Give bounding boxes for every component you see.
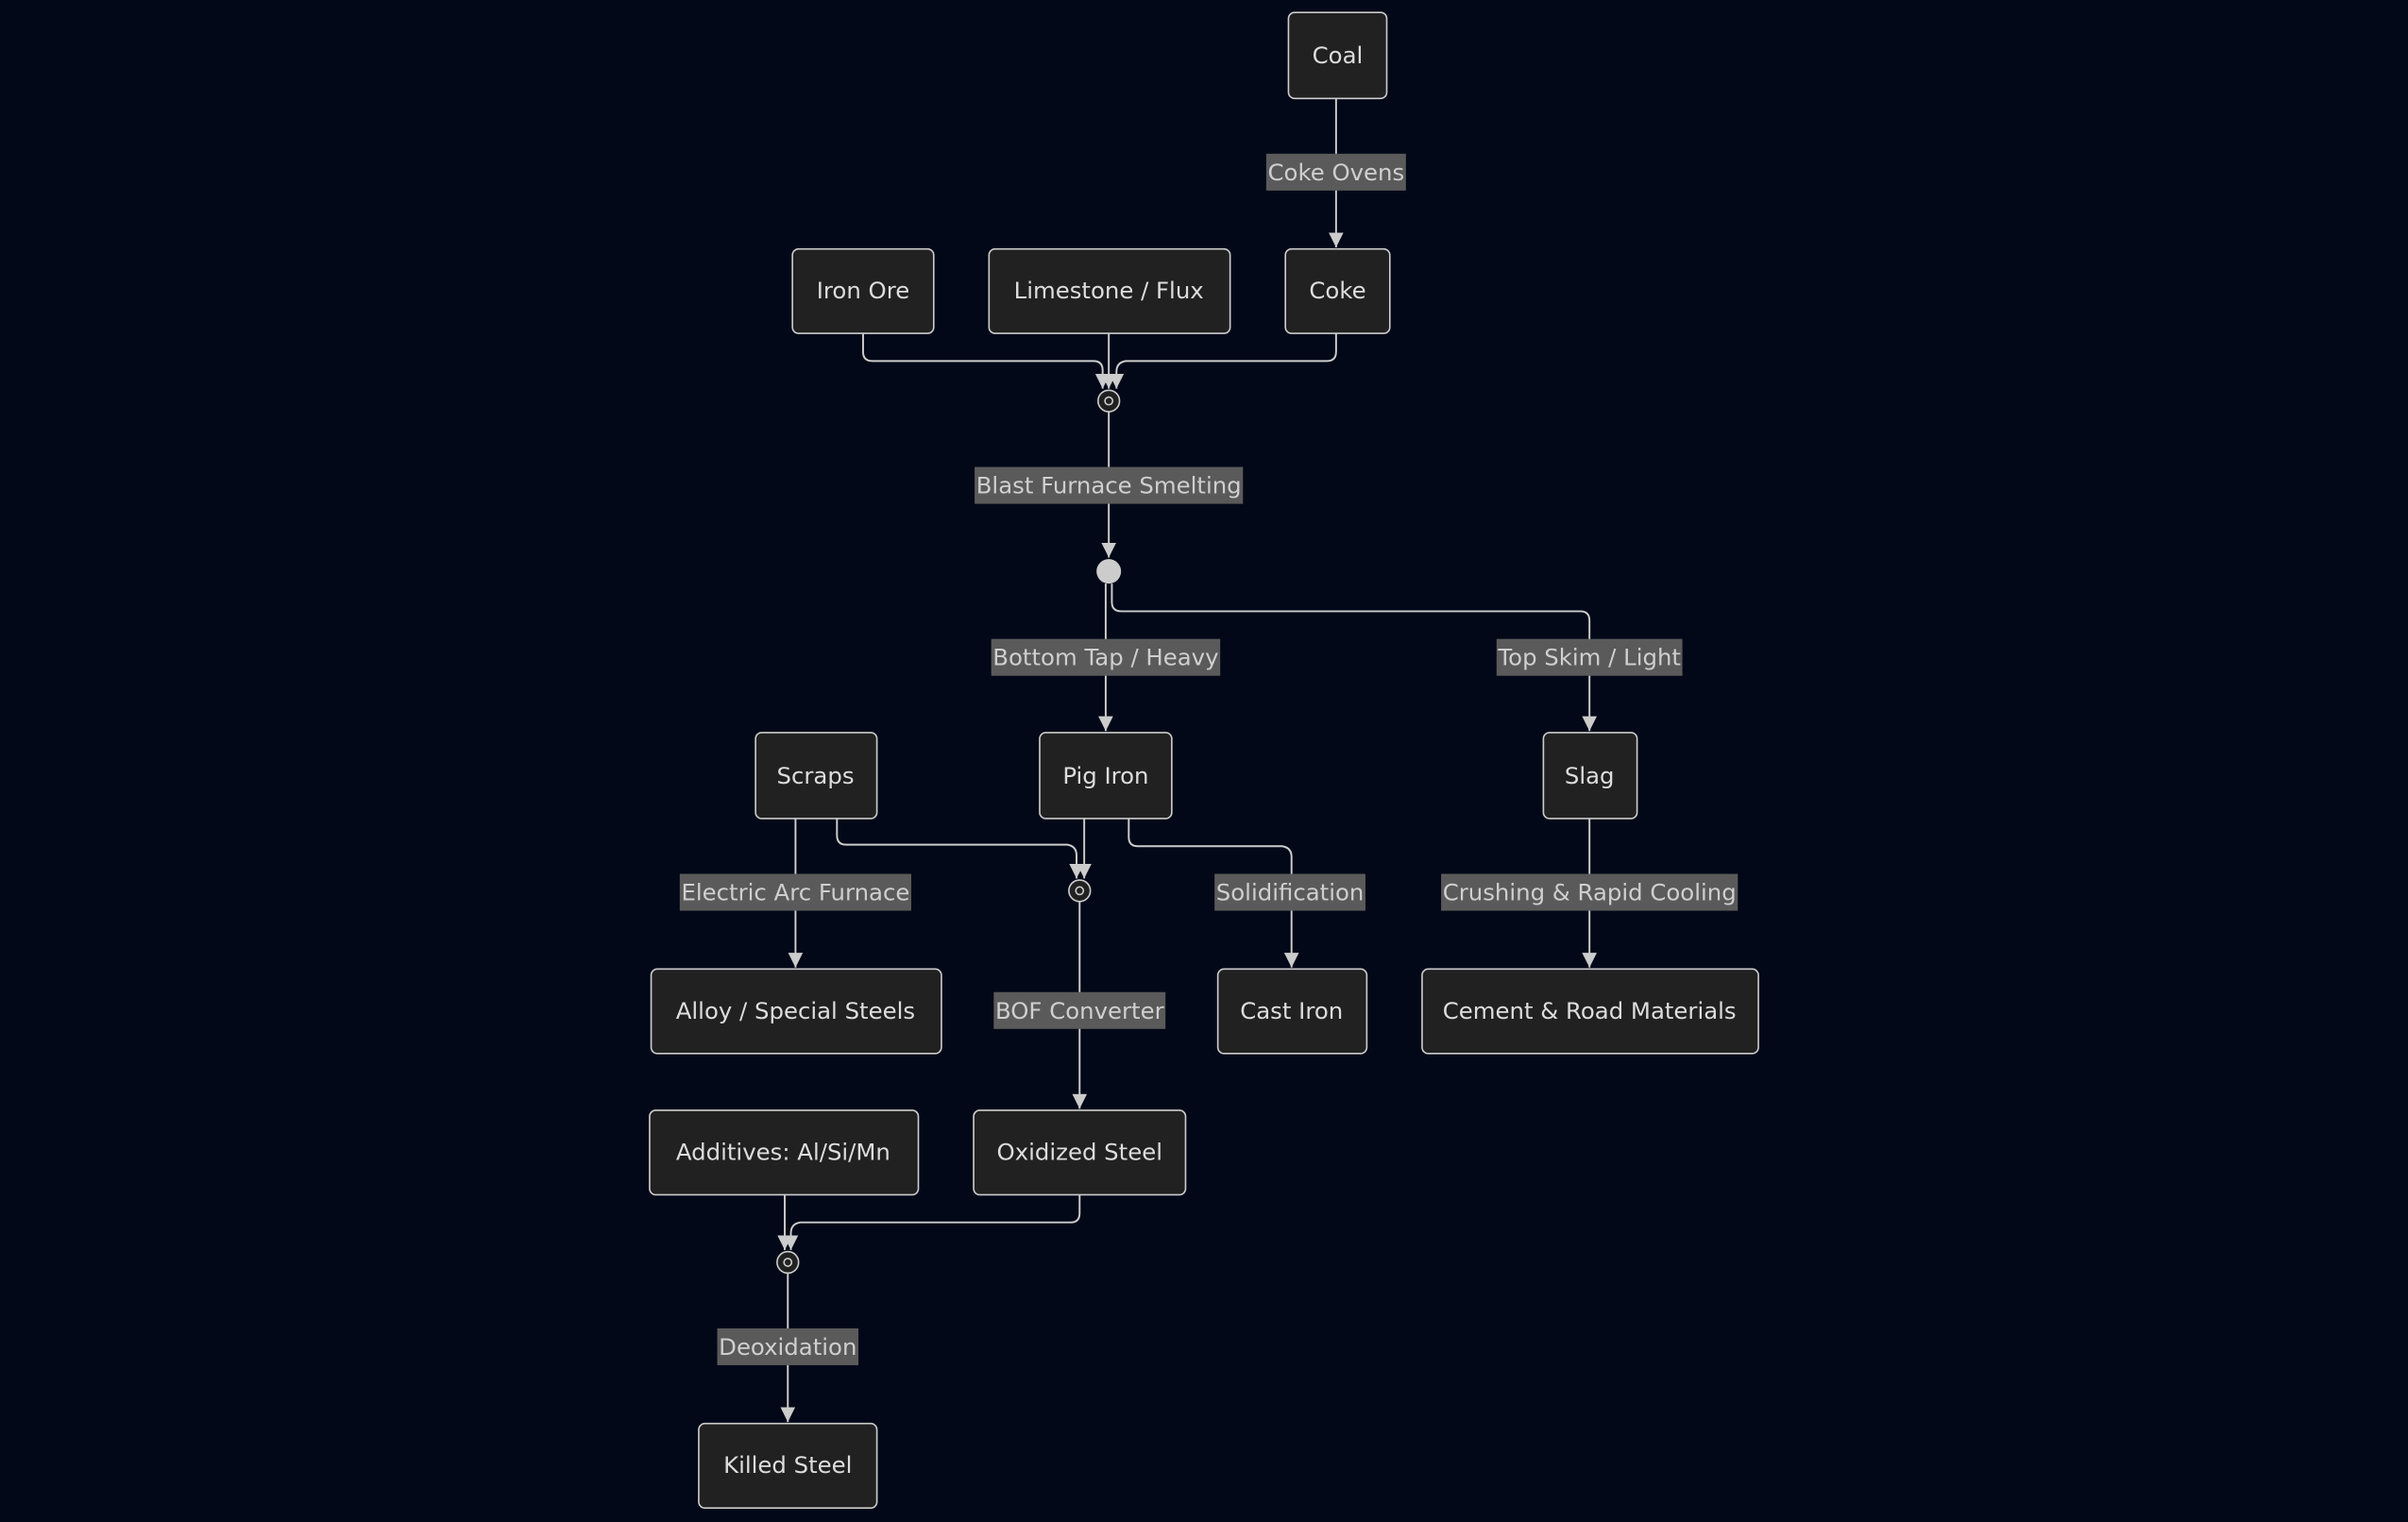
node-limestone[interactable]: Limestone / Flux bbox=[988, 247, 1231, 334]
edge-label-text: BOF Converter bbox=[995, 997, 1165, 1024]
edge-label-eaf: Electric Arc Furnace bbox=[679, 873, 911, 911]
edge-label-bof: BOF Converter bbox=[993, 991, 1166, 1029]
edge-label-text: Bottom Tap / Heavy bbox=[992, 644, 1218, 671]
node-label: Coal bbox=[1313, 42, 1364, 69]
junction-ring-bof-input bbox=[1068, 879, 1092, 903]
node-coal[interactable]: Coal bbox=[1287, 11, 1388, 100]
node-alloy-steels[interactable]: Alloy / Special Steels bbox=[650, 968, 942, 1055]
edge-label-blast-furnace: Blast Furnace Smelting bbox=[975, 466, 1244, 504]
node-label: Killed Steel bbox=[723, 1451, 852, 1479]
edge-label-top-skim: Top Skim / Light bbox=[1496, 638, 1683, 676]
edge-label-text: Deoxidation bbox=[719, 1333, 856, 1361]
edge-smelt-slag bbox=[1111, 583, 1598, 732]
node-killed-steel[interactable]: Killed Steel bbox=[698, 1422, 878, 1509]
edge-label-text: Coke Ovens bbox=[1268, 159, 1405, 186]
edge-coke-junction bbox=[1109, 333, 1337, 389]
node-label: Iron Ore bbox=[817, 277, 909, 304]
node-slag[interactable]: Slag bbox=[1542, 732, 1638, 820]
edge-label-text: Top Skim / Light bbox=[1497, 644, 1681, 671]
edge-label-text: Solidification bbox=[1216, 879, 1365, 906]
edge-ironore-junction bbox=[861, 333, 1111, 389]
edge-label-coke-ovens: Coke Ovens bbox=[1265, 153, 1406, 191]
node-label: Scraps bbox=[777, 762, 855, 789]
node-label: Cement & Road Materials bbox=[1443, 997, 1737, 1024]
node-iron-ore[interactable]: Iron Ore bbox=[791, 247, 935, 334]
edge-label-bottom-tap: Bottom Tap / Heavy bbox=[991, 638, 1221, 676]
junction-ring-deox-input bbox=[776, 1250, 800, 1275]
node-scraps[interactable]: Scraps bbox=[755, 732, 878, 820]
junction-ring-smelt-input bbox=[1096, 389, 1121, 413]
node-label: Cast Iron bbox=[1240, 997, 1343, 1024]
node-label: Alloy / Special Steels bbox=[676, 997, 915, 1024]
node-cast-iron[interactable]: Cast Iron bbox=[1216, 968, 1368, 1055]
node-label: Slag bbox=[1565, 762, 1615, 789]
node-pig-iron[interactable]: Pig Iron bbox=[1039, 732, 1173, 820]
node-label: Additives: Al/Si/Mn bbox=[676, 1138, 890, 1165]
edge-label-text: Blast Furnace Smelting bbox=[976, 472, 1242, 499]
node-label: Limestone / Flux bbox=[1014, 277, 1204, 304]
edge-pigiron-castiron bbox=[1128, 818, 1299, 968]
edge-scraps-bof bbox=[836, 818, 1084, 879]
node-additives[interactable]: Additives: Al/Si/Mn bbox=[649, 1109, 920, 1196]
junction-furnace-output bbox=[1096, 559, 1122, 584]
node-coke[interactable]: Coke bbox=[1284, 247, 1391, 334]
node-oxidized-steel[interactable]: Oxidized Steel bbox=[973, 1109, 1187, 1196]
node-label: Oxidized Steel bbox=[997, 1138, 1162, 1165]
node-label: Coke bbox=[1309, 277, 1365, 304]
edge-label-solidification: Solidification bbox=[1214, 873, 1365, 911]
edge-label-text: Crushing & Rapid Cooling bbox=[1443, 879, 1737, 906]
edge-label-text: Electric Arc Furnace bbox=[681, 879, 909, 906]
edge-oxidized-deox bbox=[783, 1194, 1081, 1250]
edge-label-crushing: Crushing & Rapid Cooling bbox=[1441, 873, 1738, 911]
node-label: Pig Iron bbox=[1062, 762, 1148, 789]
edge-label-deoxidation: Deoxidation bbox=[717, 1328, 859, 1365]
node-cement[interactable]: Cement & Road Materials bbox=[1421, 968, 1759, 1055]
